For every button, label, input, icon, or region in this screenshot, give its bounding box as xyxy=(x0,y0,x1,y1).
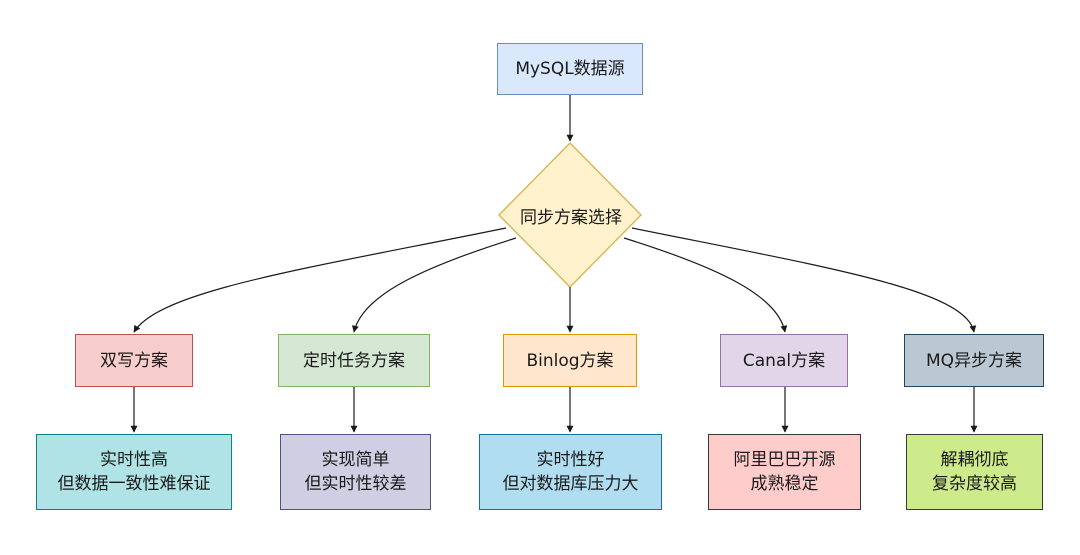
edge-decision-to-option-1 xyxy=(133,227,507,333)
edge-decision-to-option-5 xyxy=(631,227,977,333)
root-node-mysql-source: MySQL数据源 xyxy=(497,43,643,95)
desc-line: 复杂度较高 xyxy=(932,474,1017,494)
option-node-dual-write: 双写方案 xyxy=(75,334,193,387)
desc-node-binlog: 实时性好 但对数据库压力大 xyxy=(479,434,662,510)
option-node-canal: Canal方案 xyxy=(720,334,848,387)
desc-line: 阿里巴巴开源 xyxy=(733,450,836,470)
option-label: Canal方案 xyxy=(742,350,826,371)
desc-node-scheduled-task: 实现简单 但实时性较差 xyxy=(280,434,431,510)
option-label: Binlog方案 xyxy=(526,350,614,371)
option-label: 双写方案 xyxy=(100,350,168,371)
edge-decision-to-option-4 xyxy=(623,237,788,333)
desc-line: 但对数据库压力大 xyxy=(502,474,639,494)
desc-node-dual-write: 实时性高 但数据一致性难保证 xyxy=(36,434,232,510)
desc-node-mq-async: 解耦彻底 复杂度较高 xyxy=(906,434,1043,510)
option-node-mq-async: MQ异步方案 xyxy=(904,334,1044,387)
desc-line: 但实时性较差 xyxy=(304,474,407,494)
desc-line: 解耦彻底 xyxy=(940,450,1009,470)
desc-node-canal: 阿里巴巴开源 成熟稳定 xyxy=(708,434,861,510)
edge-decision-to-option-2 xyxy=(351,237,517,333)
desc-line: 实时性高 xyxy=(100,450,168,470)
desc-line: 成熟稳定 xyxy=(750,474,819,494)
option-node-binlog: Binlog方案 xyxy=(503,334,637,387)
desc-line: 实现简单 xyxy=(321,450,390,470)
option-node-scheduled-task: 定时任务方案 xyxy=(278,334,430,387)
option-label: 定时任务方案 xyxy=(303,350,405,371)
root-node-label: MySQL数据源 xyxy=(515,59,625,79)
option-label: MQ异步方案 xyxy=(925,350,1023,371)
desc-line: 实时性好 xyxy=(536,450,605,470)
decision-label: 同步方案选择 xyxy=(520,207,622,228)
desc-line: 但数据一致性难保证 xyxy=(57,474,211,494)
